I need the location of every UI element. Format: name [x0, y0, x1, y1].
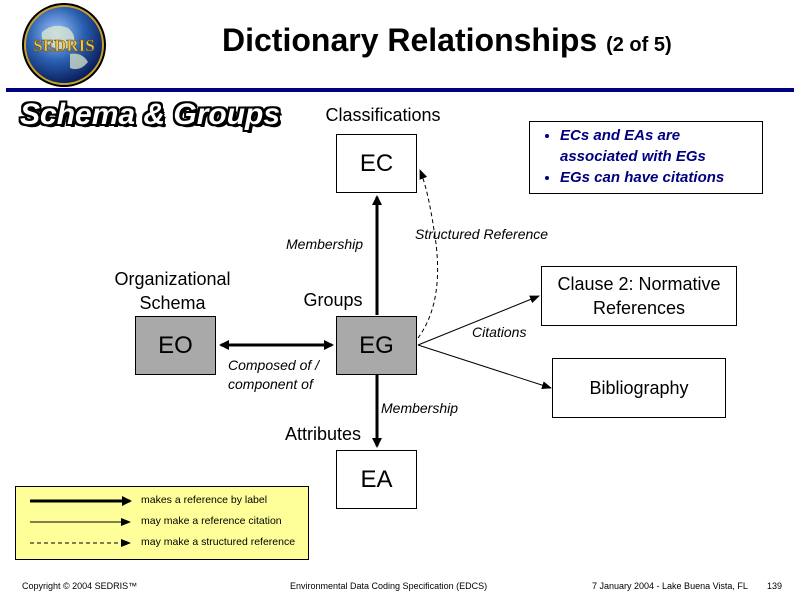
section-title: Schema & Groups — [20, 98, 281, 131]
node-clause-line2: References — [592, 298, 686, 318]
edge-citation-clause — [417, 295, 540, 346]
label-composed-line2: component of — [228, 376, 313, 392]
node-ea: EA — [336, 450, 417, 509]
node-eo-label: EO — [158, 331, 193, 359]
notes-box: ECs and EAs are associated with EGs EGs … — [529, 121, 763, 194]
node-eo: EO — [135, 316, 216, 375]
page-title: Dictionary Relationships (2 of 5) — [222, 22, 672, 59]
ea-caption: Attributes — [284, 424, 362, 444]
legend-item-label: makes a reference by label — [141, 494, 268, 506]
node-bibliography-label: Bibliography — [589, 378, 689, 398]
label-membership-down: Membership — [381, 400, 459, 416]
eo-caption-line1: Organizational — [114, 269, 231, 289]
footer-spec: Environmental Data Coding Specification … — [290, 581, 488, 591]
label-composed: Composed of / component of — [228, 356, 319, 394]
node-ec-label: EC — [359, 149, 394, 177]
title-suffix: (2 of 5) — [606, 34, 672, 56]
footer-event: 7 January 2004 - Lake Buena Vista, FL — [592, 581, 748, 591]
legend-box: makes a reference by label may make a re… — [15, 486, 309, 560]
node-ec: EC — [336, 134, 417, 193]
label-structured-reference: Structured Reference — [415, 226, 549, 242]
node-eg: EG — [336, 316, 417, 375]
footer-copyright: Copyright © 2004 SEDRIS™ — [22, 581, 138, 591]
eg-caption: Groups — [303, 290, 363, 310]
node-ea-label: EA — [360, 465, 393, 493]
title-main: Dictionary Relationships — [222, 22, 598, 58]
node-bibliography: Bibliography — [552, 358, 726, 418]
label-membership-up: Membership — [286, 236, 364, 252]
logo-text: SEDRIS — [33, 36, 94, 55]
legend-item-structured: may make a structured reference — [141, 536, 296, 548]
node-eg-label: EG — [359, 331, 394, 359]
node-clause-line1: Clause 2: Normative — [557, 274, 721, 294]
ec-caption: Classifications — [325, 105, 441, 125]
legend-lines — [30, 496, 132, 547]
label-citations: Citations — [472, 324, 527, 340]
sedris-logo: SEDRIS — [22, 3, 106, 87]
legend-item-citation: may make a reference citation — [141, 515, 282, 527]
edge-citation-bib — [417, 344, 552, 390]
footer-page-number: 139 — [767, 581, 783, 591]
eo-caption: Organizational Schema — [100, 267, 245, 315]
label-composed-line1: Composed of / — [228, 357, 320, 373]
note-item: ECs and EAs are associated with EGs — [560, 125, 754, 167]
edge-structured-reference — [417, 169, 439, 339]
node-clause: Clause 2: Normative References — [541, 266, 737, 326]
eo-caption-line2: Schema — [139, 293, 206, 313]
header-rule — [6, 88, 794, 92]
note-item: EGs can have citations — [560, 167, 754, 188]
